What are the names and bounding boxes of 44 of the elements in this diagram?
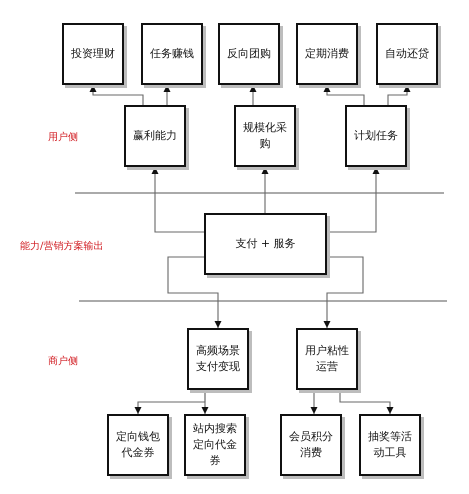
box-label: 定向钱包代金券: [115, 429, 161, 461]
box-label: 会员积分消费: [288, 429, 334, 461]
process-box: [218, 23, 280, 85]
arrow: [324, 256, 364, 328]
process-box: [359, 414, 421, 476]
arrow: [387, 85, 410, 105]
process-box: [376, 23, 438, 85]
process-box: [204, 213, 327, 275]
process-box: [187, 328, 249, 390]
box-label: 反向团购: [227, 46, 271, 62]
process-box: [280, 414, 342, 476]
box-label: 用户粘性运营: [304, 343, 350, 375]
process-box: [234, 105, 296, 167]
box-label: 投资理财: [71, 46, 115, 62]
arrow: [327, 167, 380, 233]
arrow: [324, 85, 365, 105]
process-box: [184, 414, 246, 476]
section-label: 商户侧: [48, 354, 78, 368]
box-label: 任务赚钱: [150, 46, 194, 62]
arrow: [152, 167, 204, 233]
process-box: [296, 23, 358, 85]
process-box: [141, 23, 203, 85]
box-label: 站内搜索定向代金券: [192, 421, 238, 469]
arrow: [202, 390, 208, 414]
process-box: [345, 105, 407, 167]
box-label: 抽奖等活动工具: [367, 429, 413, 461]
arrow: [262, 167, 268, 213]
box-label: 支付 + 服务: [235, 236, 296, 252]
section-label: 能力/营销方案输出: [20, 240, 104, 253]
box-label: 计划任务: [354, 128, 398, 144]
box-label: 高频场景支付变现: [195, 343, 241, 375]
arrow: [90, 85, 144, 105]
process-box: [296, 328, 358, 390]
process-box: [124, 105, 186, 167]
box-label: 定期消费: [305, 46, 349, 62]
box-label: 自动还贷: [385, 46, 429, 62]
process-box: [62, 23, 124, 85]
arrow: [339, 390, 394, 414]
arrow: [310, 390, 318, 414]
arrow: [167, 256, 222, 328]
section-label: 用户侧: [48, 130, 78, 144]
box-label: 赢利能力: [133, 128, 177, 144]
box-label: 规模化采购: [242, 120, 288, 152]
process-box: [107, 414, 169, 476]
